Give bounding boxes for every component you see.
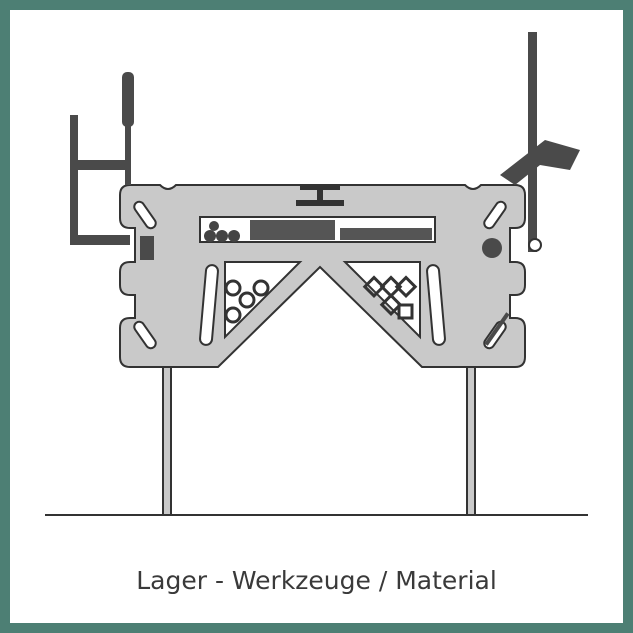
caption: Lager - Werkzeuge / Material bbox=[136, 566, 497, 595]
wood-plank bbox=[340, 228, 432, 240]
illustration-frame bbox=[10, 10, 623, 623]
clamp-left bbox=[70, 72, 154, 260]
clamp-right bbox=[482, 32, 580, 346]
logo-icon bbox=[296, 186, 344, 206]
triangle-left bbox=[224, 261, 303, 340]
wood-plank bbox=[250, 220, 335, 240]
bench-body bbox=[119, 184, 526, 368]
